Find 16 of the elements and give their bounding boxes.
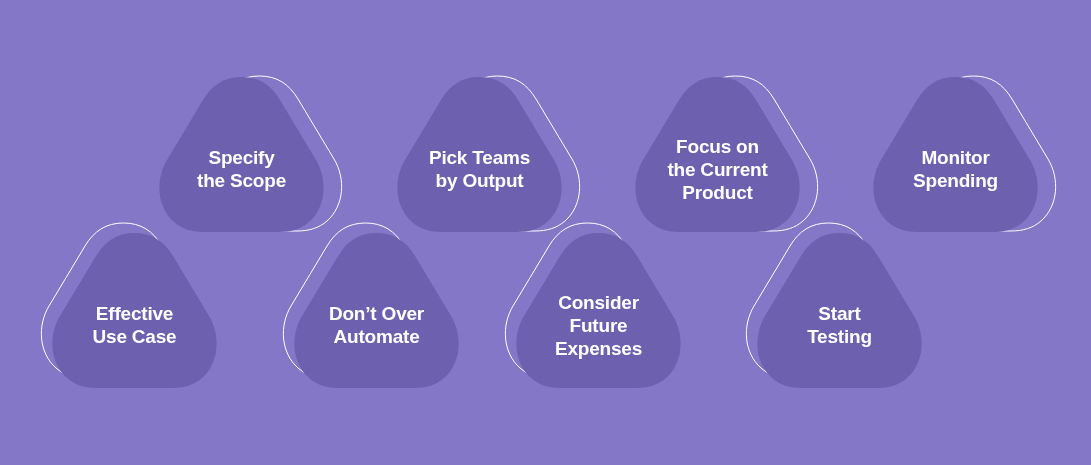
step-label: Start Testing <box>806 302 873 348</box>
rounded-triangle <box>873 76 1056 232</box>
rounded-triangle <box>283 223 459 388</box>
rounded-triangle <box>635 76 818 232</box>
rounded-triangle <box>746 223 922 388</box>
step-label: Consider Future Expenses <box>553 290 644 360</box>
step-label: Effective Use Case <box>91 302 178 348</box>
step-label: Specify the Scope <box>196 146 287 192</box>
rounded-triangle <box>41 223 217 388</box>
step-label: Focus on the Current Product <box>666 134 769 204</box>
rounded-triangle <box>505 223 681 388</box>
rounded-triangle <box>159 76 342 232</box>
step-label: Pick Teams by Output <box>427 146 532 192</box>
step-label: Don’t Over Automate <box>327 302 426 348</box>
step-label: Monitor Spending <box>912 146 999 192</box>
rounded-triangle <box>397 76 580 232</box>
